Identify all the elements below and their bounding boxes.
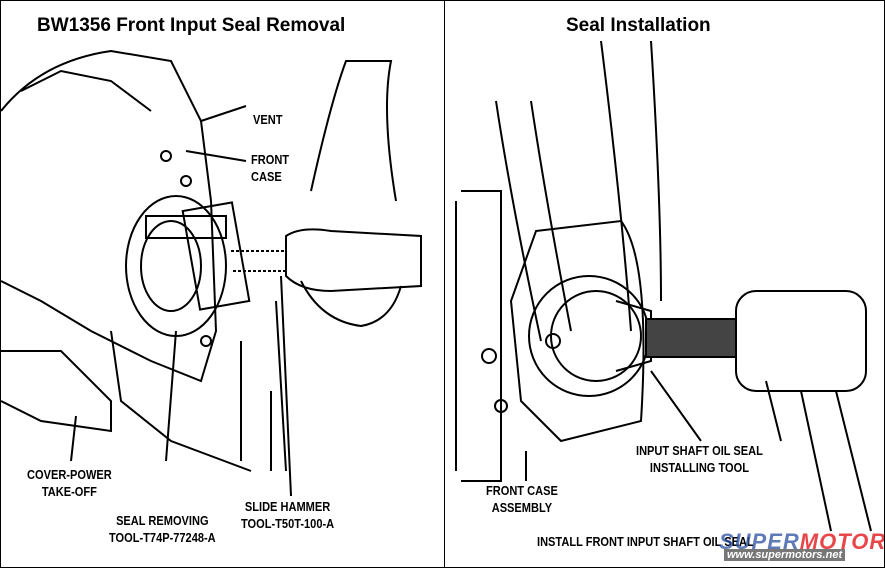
watermark-logo: SUPERMOTORS www.supermotors.net <box>719 529 884 561</box>
label-slide-line1: SLIDE HAMMER <box>244 499 331 514</box>
label-fca-line2: ASSEMBLY <box>491 500 553 515</box>
label-cover-line2: TAKE-OFF <box>41 484 97 499</box>
panel-divider <box>444 1 445 567</box>
left-panel-title: BW1356 Front Input Seal Removal <box>37 15 346 36</box>
label-slide-hammer-tool: SLIDE HAMMER TOOL-T50T-100-A <box>241 498 334 532</box>
watermark-url: www.supermotors.net <box>724 549 846 561</box>
installation-illustration <box>455 40 872 532</box>
label-front-case-line1: FRONT <box>251 152 290 167</box>
label-cover-power-take-off: COVER-POWER TAKE-OFF <box>27 466 112 500</box>
caption-install-seal: INSTALL FRONT INPUT SHAFT OIL SEAL <box>537 534 754 549</box>
label-input-shaft-tool: INPUT SHAFT OIL SEAL INSTALLING TOOL <box>636 442 763 476</box>
label-input-tool-line2: INSTALLING TOOL <box>649 460 749 475</box>
label-front-case-assembly: FRONT CASE ASSEMBLY <box>486 482 558 516</box>
label-cover-line1: COVER-POWER <box>27 467 112 482</box>
label-seal-tool-line2: TOOL-T74P-77248-A <box>109 530 216 545</box>
right-panel-title: Seal Installation <box>566 15 711 36</box>
removal-illustration <box>1 49 422 497</box>
label-fca-line1: FRONT CASE <box>486 483 558 498</box>
label-front-case: FRONT CASE <box>251 151 289 185</box>
label-input-tool-line1: INPUT SHAFT OIL SEAL <box>636 443 763 458</box>
label-slide-line2: TOOL-T50T-100-A <box>241 516 335 531</box>
label-vent: VENT <box>253 112 283 127</box>
label-seal-tool-line1: SEAL REMOVING <box>116 513 209 528</box>
label-front-case-line2: CASE <box>251 169 282 184</box>
label-seal-removing-tool: SEAL REMOVING TOOL-T74P-77248-A <box>109 512 216 546</box>
